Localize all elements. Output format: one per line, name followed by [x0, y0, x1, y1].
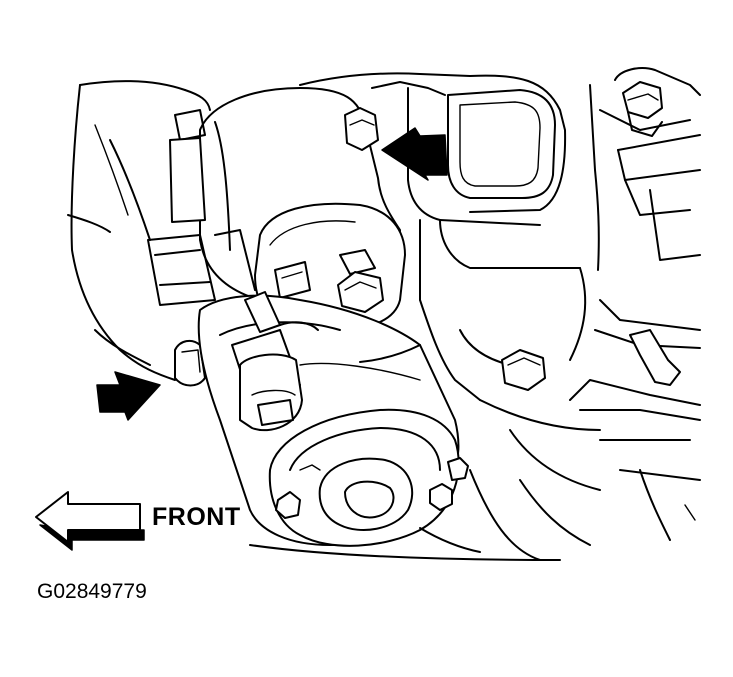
figure-id: G02849779 — [37, 580, 147, 603]
callout-arrow-icon — [381, 127, 448, 181]
front-arrow-icon — [35, 491, 145, 551]
drive-end-housing — [268, 408, 481, 553]
front-label: FRONT — [152, 503, 241, 531]
engine-block-outline — [67, 80, 211, 381]
mounting-plate — [249, 299, 671, 561]
right-bracket — [569, 67, 701, 521]
upper-mounting-bolt — [344, 107, 379, 151]
wiring-connector — [231, 291, 319, 432]
upper-housing — [299, 72, 600, 361]
callout-arrow-icon — [96, 371, 161, 421]
